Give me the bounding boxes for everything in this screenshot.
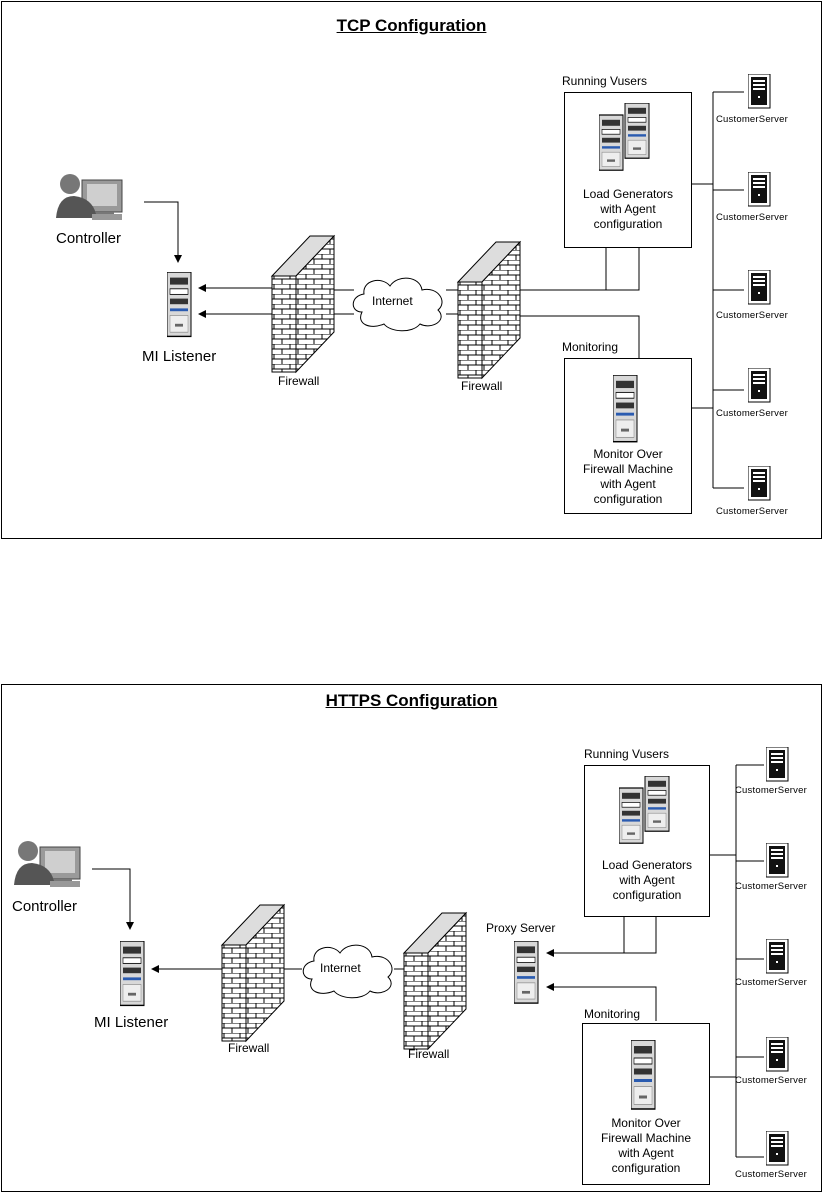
monitoring-label: Monitoring [584, 1007, 641, 1021]
customer-server-3-label: CustomerServer [716, 310, 788, 321]
mi-listener-label: MI Listener [142, 348, 217, 365]
monitor-machine-text: Monitor Over Firewall Machine with Agent… [583, 1116, 709, 1176]
mi-listener-server-icon [120, 941, 145, 1007]
firewall-left-label: Firewall [228, 1041, 270, 1055]
controller-label: Controller [12, 898, 78, 915]
load-generator-servers-icon [619, 776, 670, 844]
customer-server-1-icon [748, 74, 771, 109]
monitor-machine-line-3: with Agent [600, 477, 656, 491]
controller-person-icon [13, 840, 81, 888]
panel-title: TCP Configuration [336, 16, 487, 35]
firewall-right-label: Firewall [461, 379, 503, 393]
firewall-left-icon [220, 903, 286, 1043]
load-generators-line-3: configuration [593, 217, 663, 231]
monitoring-label: Monitoring [562, 340, 619, 354]
firewall-right-label: Firewall [408, 1047, 450, 1061]
running-vusers-label: Running Vusers [562, 74, 647, 88]
customer-server-5-icon [748, 466, 771, 501]
connection-lines [92, 764, 764, 1158]
running-vusers-label: Running Vusers [584, 747, 669, 761]
internet-cloud-icon [352, 277, 443, 332]
monitor-machine-text: Monitor Over Firewall Machine with Agent… [565, 447, 691, 507]
customer-server-2-icon [766, 843, 789, 878]
load-generators-line-2: with Agent [619, 873, 675, 887]
load-generators-line-1: Load Generators [601, 858, 693, 872]
mi-listener-server-icon [167, 272, 192, 338]
load-generators-line-3: configuration [612, 888, 682, 902]
tcp-configuration-panel: TCP Configuration Controller MI Listener [1, 1, 822, 539]
internet-label: Internet [320, 961, 361, 975]
controller-person-icon [55, 173, 123, 221]
monitor-machine-line-1: Monitor Over [611, 1116, 681, 1130]
customer-server-5-label: CustomerServer [735, 1169, 807, 1180]
proxy-server-label: Proxy Server [486, 921, 556, 935]
monitor-machine-line-2: Firewall Machine [600, 1131, 692, 1145]
customer-server-2-label: CustomerServer [735, 881, 807, 892]
mi-listener-label: MI Listener [94, 1014, 169, 1031]
firewall-left-icon [270, 234, 336, 374]
customer-server-3-label: CustomerServer [735, 977, 807, 988]
monitor-machine-line-4: configuration [611, 1161, 681, 1175]
monitor-machine-line-1: Monitor Over [593, 447, 663, 461]
customer-server-1-icon [766, 747, 789, 782]
load-generators-text: Load Generators with Agent configuration [585, 858, 709, 903]
connection-lines [144, 91, 744, 489]
firewall-right-icon [402, 911, 468, 1051]
customer-server-4-icon [766, 1037, 789, 1072]
monitor-machine-server-icon [613, 375, 638, 443]
customer-server-3-icon [748, 270, 771, 305]
monitor-machine-line-2: Firewall Machine [582, 462, 674, 476]
monitor-machine-server-icon [631, 1040, 656, 1110]
internet-cloud-icon [302, 944, 393, 999]
monitoring-box: Monitor Over Firewall Machine with Agent… [582, 1023, 710, 1185]
customer-server-2-label: CustomerServer [716, 212, 788, 223]
customer-server-2-icon [748, 172, 771, 207]
load-generator-servers-icon [599, 103, 650, 171]
monitor-machine-line-4: configuration [593, 492, 663, 506]
monitoring-box: Monitor Over Firewall Machine with Agent… [564, 358, 692, 514]
customer-server-5-icon [766, 1131, 789, 1166]
controller-label: Controller [56, 230, 122, 247]
load-generators-line-2: with Agent [600, 202, 656, 216]
firewall-right-icon [456, 240, 522, 380]
load-generators-box: Load Generators with Agent configuration [564, 92, 692, 248]
firewall-left-label: Firewall [278, 374, 320, 388]
customer-server-4-label: CustomerServer [716, 408, 788, 419]
panel-title: HTTPS Configuration [325, 691, 498, 710]
load-generators-line-1: Load Generators [582, 187, 674, 201]
customer-server-3-icon [766, 939, 789, 974]
load-generators-box: Load Generators with Agent configuration [584, 765, 710, 917]
customer-server-4-icon [748, 368, 771, 403]
customer-server-1-label: CustomerServer [735, 785, 807, 796]
customer-server-5-label: CustomerServer [716, 506, 788, 517]
customer-server-4-label: CustomerServer [735, 1075, 807, 1086]
customer-server-1-label: CustomerServer [716, 114, 788, 125]
load-generators-text: Load Generators with Agent configuration [565, 187, 691, 232]
monitor-machine-line-3: with Agent [618, 1146, 674, 1160]
proxy-server-icon [514, 941, 539, 1004]
https-configuration-panel: HTTPS Configuration Controller MI Listen… [1, 684, 822, 1192]
internet-label: Internet [372, 294, 413, 308]
